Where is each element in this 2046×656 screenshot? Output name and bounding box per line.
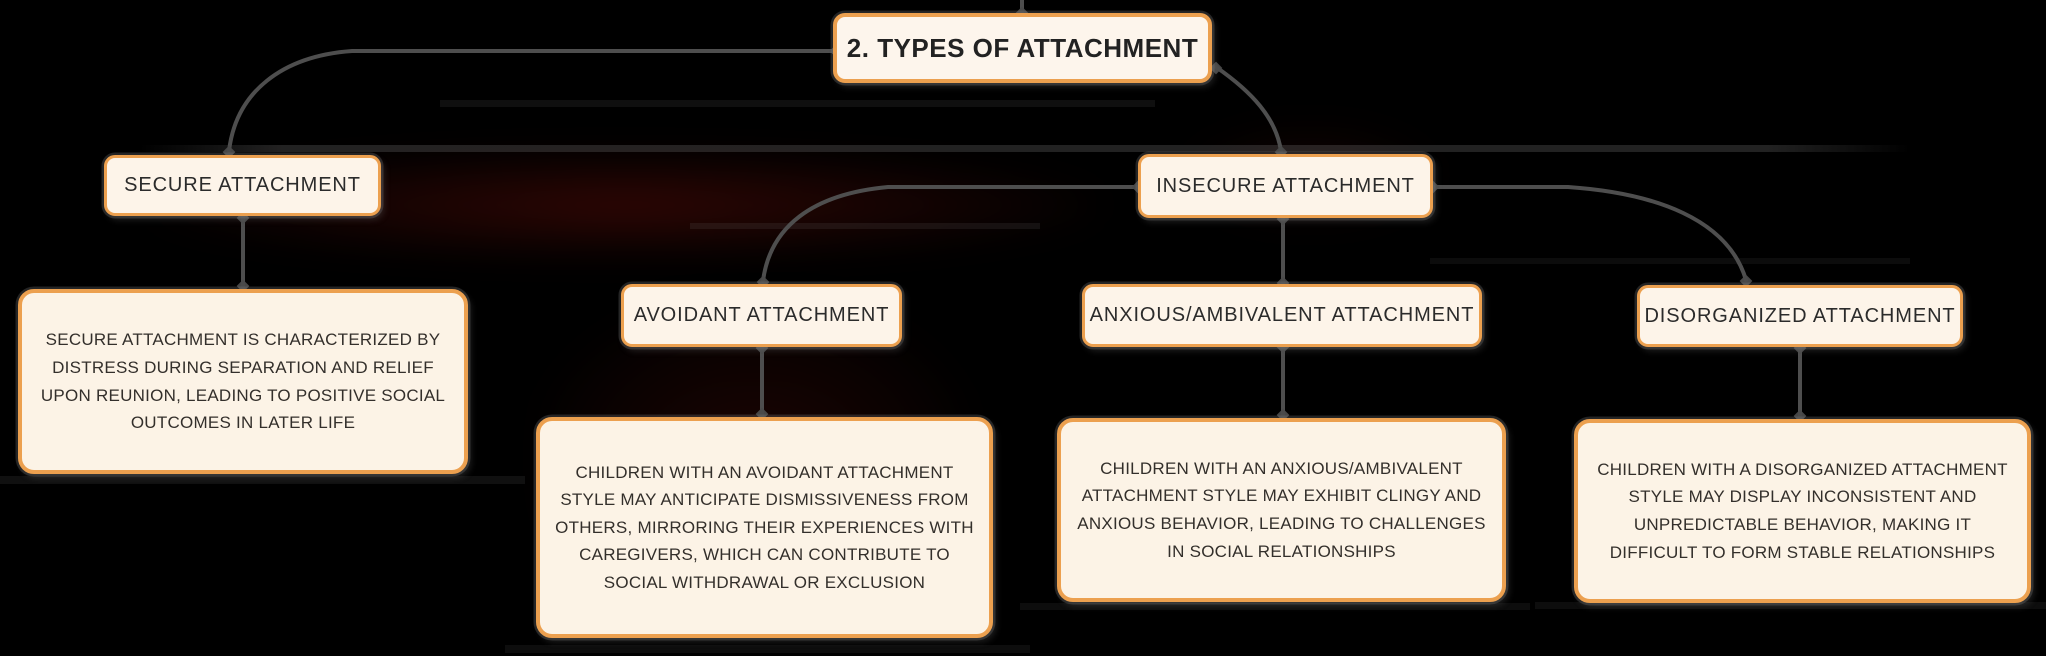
node-disorganized-attachment-description[interactable]: CHILDREN WITH A DISORGANIZED ATTACHMENT … — [1574, 419, 2031, 603]
connector-root-insecure — [1214, 65, 1283, 153]
connector-root-secure — [227, 49, 835, 153]
node-avoidant-attachment[interactable]: AVOIDANT ATTACHMENT — [621, 284, 902, 347]
node-avoidant-attachment-description[interactable]: CHILDREN WITH AN AVOIDANT ATTACHMENT STY… — [536, 417, 993, 638]
node-label: 2. TYPES OF ATTACHMENT — [846, 32, 1199, 63]
node-disorganized-attachment[interactable]: DISORGANIZED ATTACHMENT — [1637, 285, 1963, 347]
node-description-text: CHILDREN WITH A DISORGANIZED ATTACHMENT … — [1597, 459, 2008, 562]
node-secure-attachment-description[interactable]: SECURE ATTACHMENT IS CHARACTERIZED BY DI… — [18, 289, 468, 474]
node-types-of-attachment[interactable]: 2. TYPES OF ATTACHMENT — [833, 13, 1212, 83]
connector-insecure-disorganized — [1431, 185, 1748, 282]
node-secure-attachment[interactable]: SECURE ATTACHMENT — [104, 155, 381, 216]
node-anxious-ambivalent-attachment-description[interactable]: CHILDREN WITH AN ANXIOUS/AMBIVALENT ATTA… — [1057, 418, 1506, 602]
node-anxious-ambivalent-attachment[interactable]: ANXIOUS/AMBIVALENT ATTACHMENT — [1082, 284, 1482, 347]
node-label: ANXIOUS/AMBIVALENT ATTACHMENT — [1089, 304, 1475, 326]
node-label: SECURE ATTACHMENT — [124, 174, 361, 196]
node-label: AVOIDANT ATTACHMENT — [633, 304, 890, 326]
connector-insecure-avoidant — [761, 185, 1140, 283]
node-description-text: CHILDREN WITH AN ANXIOUS/AMBIVALENT ATTA… — [1077, 458, 1486, 561]
node-description-text: SECURE ATTACHMENT IS CHARACTERIZED BY DI… — [40, 330, 446, 433]
node-description-text: CHILDREN WITH AN AVOIDANT ATTACHMENT STY… — [555, 462, 974, 592]
node-insecure-attachment[interactable]: INSECURE ATTACHMENT — [1138, 154, 1433, 218]
node-label: INSECURE ATTACHMENT — [1156, 174, 1415, 197]
node-label: DISORGANIZED ATTACHMENT — [1644, 304, 1956, 327]
